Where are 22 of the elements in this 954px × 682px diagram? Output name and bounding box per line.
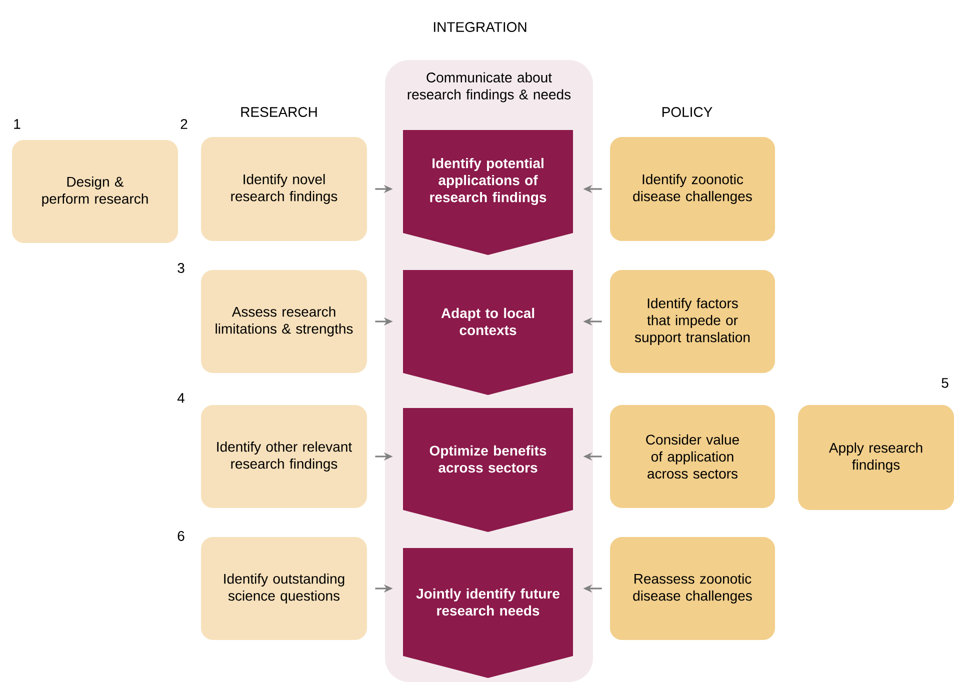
research-box: Assess research limitations & strengths: [201, 270, 367, 373]
column-heading: RESEARCH: [241, 107, 317, 117]
policy-box: Identify zoonotic disease challenges: [610, 137, 775, 241]
chevron-box: Optimize benefits across sectors: [403, 408, 573, 532]
research-box: Identify novel research findings: [201, 137, 367, 241]
step-number: 4: [177, 393, 184, 403]
policy-box: Apply research findings: [798, 405, 954, 510]
step-number: 6: [178, 531, 184, 541]
policy-box: Identify factors that impede or support translation: [610, 270, 775, 373]
research-box: Identify outstanding science questions: [201, 537, 367, 640]
heading: INTEGRATION: [434, 22, 526, 32]
step-number: 3: [178, 263, 184, 273]
step-number: 2: [180, 119, 188, 129]
chevron-box: Identify potential applications of research findings: [403, 130, 573, 255]
step-number: 5: [942, 378, 948, 388]
research-box: Identify other relevant research findings: [201, 405, 367, 508]
chevron-box: Jointly identify future research needs: [403, 548, 573, 678]
chevron-box: Adapt to local contexts: [403, 270, 573, 395]
policy-box: Reassess zoonotic disease challenges: [610, 537, 775, 640]
column-heading: POLICY: [662, 107, 712, 117]
policy-box: Consider value of application across sectors: [610, 405, 775, 508]
research-box: Design & perform research: [12, 140, 178, 243]
